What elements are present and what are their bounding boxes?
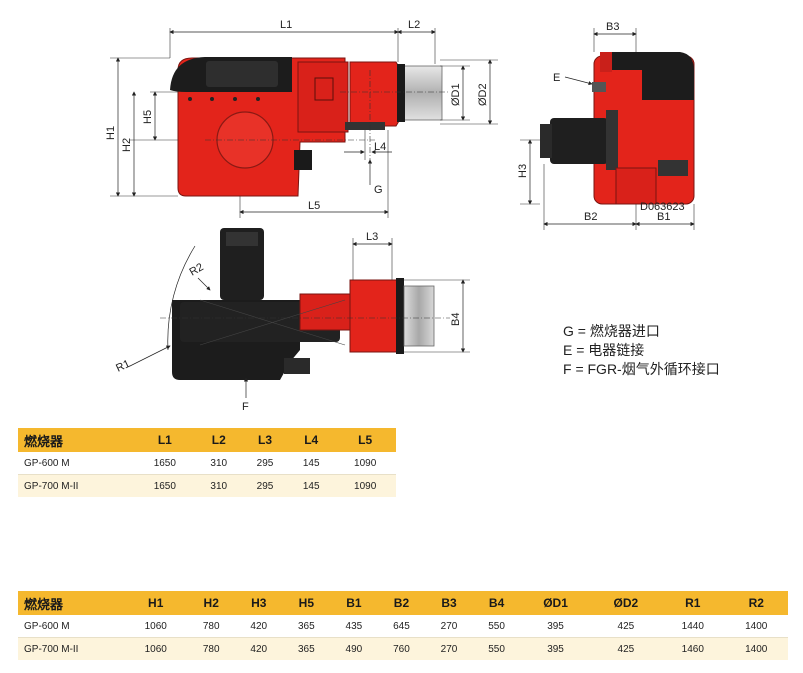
table-cell: 550 [472, 637, 521, 660]
table-header: R1 [661, 591, 725, 615]
table-header: B3 [425, 591, 473, 615]
table-cell: 395 [520, 615, 591, 638]
table-header: R2 [724, 591, 788, 615]
table-cell: 1650 [134, 452, 196, 475]
table-cell: 295 [241, 452, 289, 475]
label-l4: L4 [374, 141, 386, 153]
label-h5: H5 [142, 110, 154, 124]
table-cell: 1400 [724, 615, 788, 638]
table-cell: 310 [195, 474, 242, 497]
table-cell: GP-600 M [18, 452, 134, 475]
label-l1: L1 [280, 19, 292, 31]
label-f: F [242, 401, 249, 413]
table-cell: GP-700 M-II [18, 474, 134, 497]
table-cell: 365 [282, 615, 331, 638]
table-cell: 420 [234, 615, 283, 638]
legend-item-f: F = FGR-烟气外循环接口 [563, 361, 720, 377]
label-d2: ØD2 [477, 83, 489, 106]
table-cell: 425 [590, 615, 662, 638]
table-cell: 1650 [134, 474, 196, 497]
table-header: B4 [472, 591, 521, 615]
label-l5: L5 [308, 200, 320, 212]
label-h1: H1 [105, 126, 117, 140]
table-cell: 760 [377, 637, 426, 660]
table-cell: 550 [472, 615, 521, 638]
table-cell: 1090 [334, 452, 396, 475]
table-header: B1 [330, 591, 378, 615]
label-b3: B3 [606, 21, 619, 33]
table-header: H1 [124, 591, 188, 615]
top-view: L3 B4 R2 R1 F [114, 228, 470, 413]
label-b2: B2 [584, 211, 597, 223]
table-cell: 395 [520, 637, 591, 660]
label-g: G [374, 184, 383, 196]
table-row: GP-600 M 1650 310 295 145 1090 [18, 452, 396, 475]
table-cell: GP-600 M [18, 615, 124, 638]
label-b1: B1 [657, 211, 670, 223]
table-header: ØD1 [520, 591, 591, 615]
side-view: B3 E H3 B2 B1 D063623 [517, 21, 695, 230]
table-cell: 145 [288, 474, 335, 497]
technical-drawing: L1 L2 H1 H2 H5 ØD1 ØD2 L4 L5 G [105, 19, 695, 413]
table-header: 燃烧器 [18, 591, 124, 615]
label-h2: H2 [121, 138, 133, 152]
legend: G = 燃烧器进口 E = 电器链接 F = FGR-烟气外循环接口 [563, 322, 720, 379]
table-cell: 780 [187, 615, 235, 638]
spec-table-heights-widths: 燃烧器 H1 H2 H3 H5 B1 B2 B3 B4 ØD1 ØD2 R1 R… [18, 591, 788, 660]
table-cell: 1400 [724, 637, 788, 660]
label-e: E [553, 72, 560, 84]
table-cell: 145 [288, 452, 335, 475]
table-header: H5 [282, 591, 331, 615]
table-header: L2 [195, 428, 242, 452]
spec-table-lengths: 燃烧器 L1 L2 L3 L4 L5 GP-600 M 1650 310 295… [18, 428, 396, 497]
drawing-code: D063623 [640, 201, 685, 213]
table-cell: 435 [330, 615, 378, 638]
front-view: L1 L2 H1 H2 H5 ØD1 ØD2 L4 L5 G [105, 19, 498, 218]
table-header: B2 [377, 591, 426, 615]
table-cell: 780 [187, 637, 235, 660]
table-cell: 295 [241, 474, 289, 497]
label-r2: R2 [188, 261, 206, 278]
table-header-row: 燃烧器 H1 H2 H3 H5 B1 B2 B3 B4 ØD1 ØD2 R1 R… [18, 591, 788, 615]
table-cell: 270 [425, 637, 473, 660]
table-cell: 365 [282, 637, 331, 660]
label-l2: L2 [408, 19, 420, 31]
table-cell: 1460 [661, 637, 725, 660]
label-h3: H3 [517, 164, 529, 178]
label-d1: ØD1 [450, 83, 462, 106]
table-header-row: 燃烧器 L1 L2 L3 L4 L5 [18, 428, 396, 452]
table-cell: GP-700 M-II [18, 637, 124, 660]
table-row: GP-600 M 1060 780 420 365 435 645 270 55… [18, 615, 788, 638]
table-header: L5 [334, 428, 396, 452]
label-l3: L3 [366, 231, 378, 243]
table-header: H2 [187, 591, 235, 615]
table-cell: 425 [590, 637, 662, 660]
label-b4: B4 [450, 313, 462, 326]
table-header: L3 [241, 428, 289, 452]
table-cell: 1440 [661, 615, 725, 638]
label-r1: R1 [114, 358, 132, 375]
table-header: ØD2 [590, 591, 662, 615]
table-row: GP-700 M-II 1060 780 420 365 490 760 270… [18, 637, 788, 660]
table-header: 燃烧器 [18, 428, 134, 452]
table-header: H3 [234, 591, 283, 615]
legend-item-g: G = 燃烧器进口 [563, 323, 660, 339]
table-header: L1 [134, 428, 196, 452]
table-cell: 1060 [124, 615, 188, 638]
table-cell: 270 [425, 615, 473, 638]
table-cell: 310 [195, 452, 242, 475]
table-cell: 645 [377, 615, 426, 638]
table-cell: 1060 [124, 637, 188, 660]
table-row: GP-700 M-II 1650 310 295 145 1090 [18, 474, 396, 497]
table-cell: 490 [330, 637, 378, 660]
table-cell: 1090 [334, 474, 396, 497]
legend-item-e: E = 电器链接 [563, 342, 645, 358]
table-header: L4 [288, 428, 335, 452]
table-cell: 420 [234, 637, 283, 660]
